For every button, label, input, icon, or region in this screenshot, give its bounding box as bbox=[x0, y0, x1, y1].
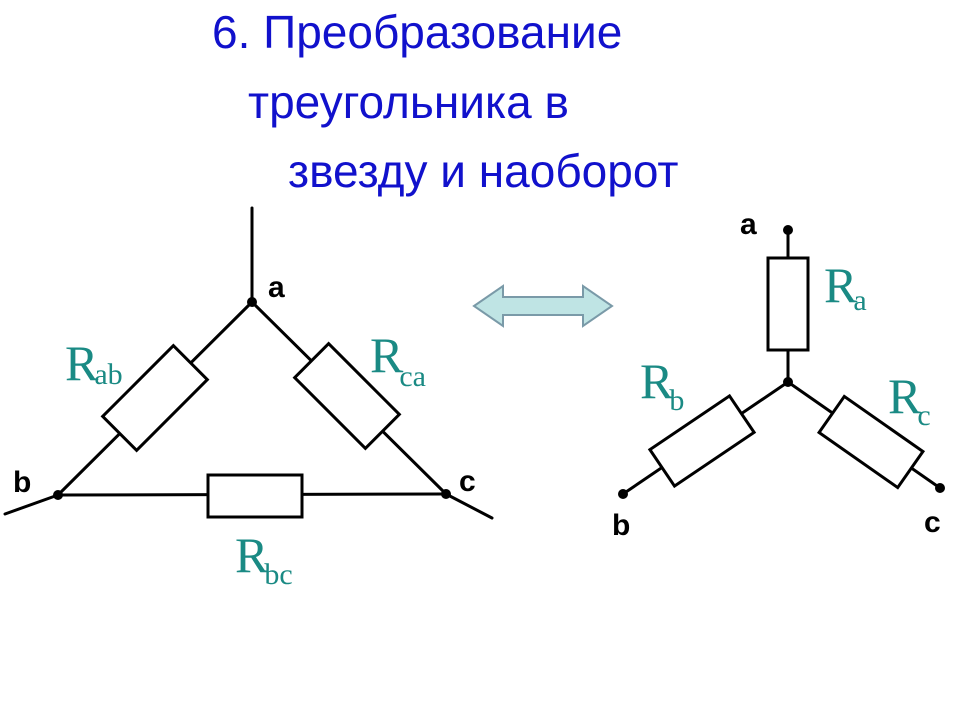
label-rc-main: R bbox=[888, 368, 922, 424]
double-arrow-icon bbox=[472, 284, 614, 328]
star-center-node bbox=[783, 377, 793, 387]
delta-label-b: b bbox=[13, 466, 31, 499]
resistor-rbc bbox=[206, 473, 304, 519]
label-ra-sub: a bbox=[853, 284, 866, 317]
delta-label-c: c bbox=[459, 465, 476, 498]
label-rab-sub: ab bbox=[94, 358, 122, 391]
star-node-dot-b bbox=[618, 489, 628, 499]
resistor-rc bbox=[816, 394, 926, 490]
resistor-rab bbox=[100, 343, 210, 453]
star-label-a: a bbox=[740, 208, 757, 241]
label-rb: Rb bbox=[640, 353, 684, 417]
label-rb-main: R bbox=[640, 353, 674, 409]
label-rc: Rc bbox=[888, 368, 931, 432]
resistor-rb bbox=[647, 393, 757, 489]
label-rbc-main: R bbox=[235, 527, 269, 583]
label-rab-main: R bbox=[65, 335, 99, 391]
title-line-1: 6. Преобразование bbox=[212, 6, 623, 58]
label-rbc: Rbc bbox=[235, 527, 293, 591]
delta-label-a: a bbox=[268, 271, 285, 304]
delta-circuit: a b c Rab Rca Rbc bbox=[3, 206, 494, 591]
star-label-c: c bbox=[924, 506, 941, 539]
title-line-3: звезду и наоборот bbox=[288, 145, 679, 197]
resistor-ra bbox=[766, 256, 810, 352]
star-circuit: a b c Ra Rb Rc bbox=[612, 208, 945, 542]
label-rbc-sub: bc bbox=[264, 558, 292, 591]
resistor-rca bbox=[292, 341, 402, 451]
label-ra: Ra bbox=[824, 257, 867, 317]
label-rca: Rca bbox=[370, 327, 426, 393]
title-line-2: треугольника в bbox=[248, 76, 569, 128]
label-ra-main: R bbox=[824, 257, 858, 313]
label-rca-sub: ca bbox=[399, 360, 426, 393]
star-node-dot-a bbox=[783, 225, 793, 235]
node-dot-b bbox=[53, 490, 63, 500]
lead-c bbox=[444, 492, 494, 520]
star-node-dot-c bbox=[935, 483, 945, 493]
label-rc-sub: c bbox=[917, 399, 930, 432]
label-rb-sub: b bbox=[669, 384, 684, 417]
star-label-b: b bbox=[612, 509, 630, 542]
node-dot-c bbox=[441, 489, 451, 499]
slide-title: 6. Преобразование треугольника в звезду … bbox=[0, 0, 960, 200]
lead-b bbox=[3, 493, 60, 516]
label-rab: Rab bbox=[65, 335, 123, 391]
node-dot-a bbox=[247, 297, 257, 307]
label-rca-main: R bbox=[370, 327, 404, 383]
